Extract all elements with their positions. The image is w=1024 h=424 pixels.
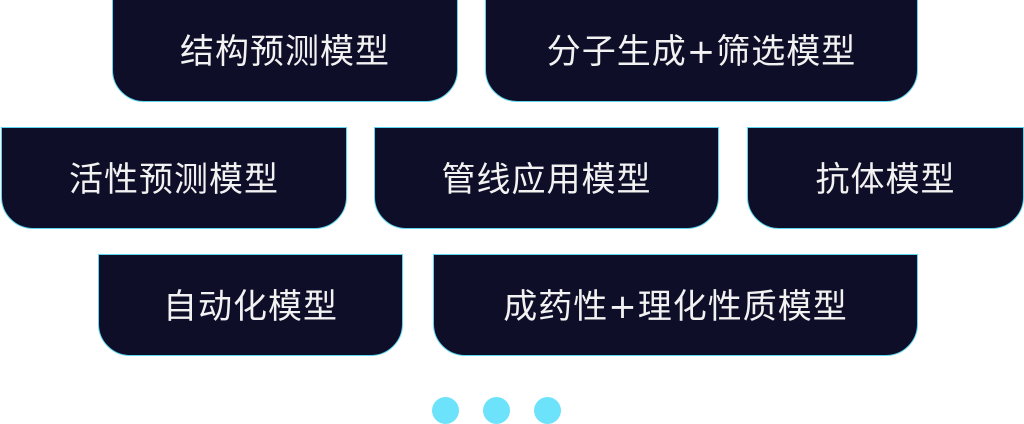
tile-automation-model[interactable]: 自动化模型	[98, 254, 403, 356]
tile-label: 分子生成+筛选模型	[546, 31, 857, 72]
pagination-dots	[0, 397, 1024, 424]
tile-pipeline-application-model[interactable]: 管线应用模型	[374, 127, 719, 229]
tile-activity-prediction-model[interactable]: 活性预测模型	[1, 127, 347, 229]
tile-label: 结构预测模型	[180, 31, 390, 72]
tile-label: 管线应用模型	[441, 159, 652, 200]
tile-structure-prediction-model[interactable]: 结构预测模型	[112, 0, 458, 102]
tile-label: 活性预测模型	[69, 159, 279, 200]
pagination-dot[interactable]	[432, 397, 459, 424]
pagination-dot[interactable]	[534, 397, 561, 424]
pagination-dot[interactable]	[483, 397, 510, 424]
tile-label: 抗体模型	[815, 159, 956, 200]
tile-molecule-generation-screening-model[interactable]: 分子生成+筛选模型	[485, 0, 918, 102]
tile-label: 成药性+理化性质模型	[503, 286, 848, 327]
tile-antibody-model[interactable]: 抗体模型	[747, 127, 1024, 229]
tile-label: 自动化模型	[163, 286, 338, 327]
tile-druggability-physchem-model[interactable]: 成药性+理化性质模型	[433, 254, 918, 356]
